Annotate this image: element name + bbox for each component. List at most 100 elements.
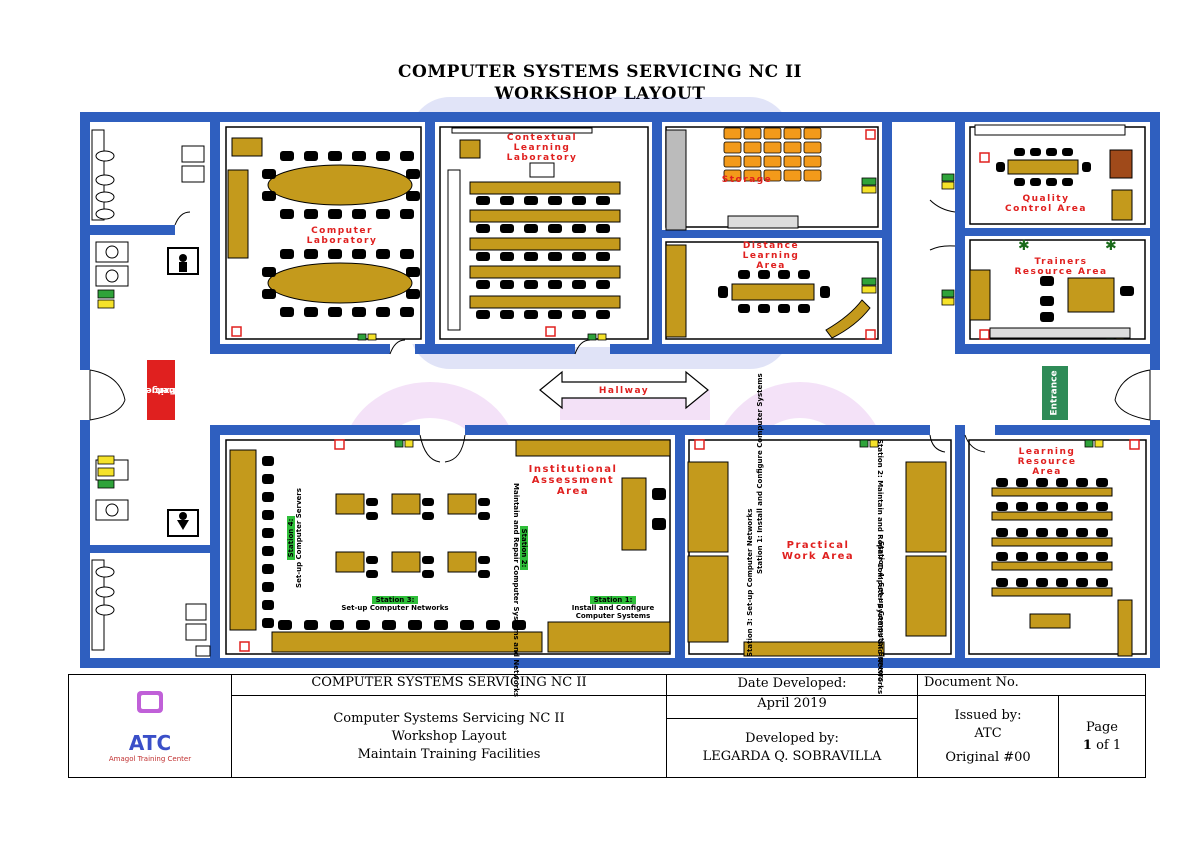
storage-shelves xyxy=(665,129,799,231)
distance-learning-label-line1: Distance xyxy=(742,241,800,251)
chair xyxy=(280,249,294,259)
storage-box xyxy=(743,127,762,140)
chair xyxy=(278,620,292,630)
restroom-gender-signs xyxy=(177,254,189,530)
practical-station-4-label: Station 4: Set-up Computer Servers xyxy=(877,541,885,683)
practical-work-furniture xyxy=(687,461,947,657)
chair xyxy=(1096,552,1108,561)
description-line2: Workshop Layout xyxy=(391,728,507,744)
assessment-station-2-text: Maintain and Repair Computer Systems and… xyxy=(512,483,520,697)
chair xyxy=(280,307,294,317)
traffic-light-icons xyxy=(97,173,1125,489)
quality-control-label: Quality Control Area xyxy=(996,194,1096,214)
learning-resource-furniture xyxy=(991,487,1133,657)
chair xyxy=(1016,478,1028,487)
chair xyxy=(330,620,344,630)
chair xyxy=(572,196,586,205)
chair xyxy=(1036,478,1048,487)
chair xyxy=(996,552,1008,561)
entrance-sign: Entrance xyxy=(1042,366,1068,420)
assessment-area-label-line1: Institutional xyxy=(528,464,618,475)
chair xyxy=(596,252,610,261)
doors xyxy=(89,199,1151,463)
contextual-lab-label-line1: Contextual xyxy=(506,133,578,143)
developed-by-value: LEGARDA Q. SOBRAVILLA xyxy=(702,749,882,764)
chair xyxy=(422,512,434,520)
chair xyxy=(1016,502,1028,511)
storage-box xyxy=(763,169,782,182)
learning-resource-label: Learning Resource Area xyxy=(1010,447,1084,477)
chair xyxy=(478,570,490,578)
chair xyxy=(262,492,274,502)
logo-cell: ATC Amagol Training Center xyxy=(68,674,232,778)
chair xyxy=(820,286,830,298)
storage-label: Storage xyxy=(721,175,773,185)
chair xyxy=(304,209,318,219)
restroom-fixtures xyxy=(91,129,211,657)
storage-box xyxy=(783,169,802,182)
chair xyxy=(408,620,422,630)
chair xyxy=(434,620,448,630)
learning-resource-label-line3: Area xyxy=(1032,467,1062,477)
chair xyxy=(524,252,538,261)
storage-box xyxy=(723,155,742,168)
entrance-label: Entrance xyxy=(1050,370,1060,416)
chair xyxy=(524,196,538,205)
assessment-station-2-label: Station 2: Maintain and Repair Computer … xyxy=(512,483,528,697)
chair xyxy=(548,196,562,205)
chair xyxy=(304,151,318,161)
chair xyxy=(1040,312,1054,322)
chair xyxy=(366,556,378,564)
chair xyxy=(382,620,396,630)
chair xyxy=(1082,162,1091,172)
qualification-cell: COMPUTER SYSTEMS SERVICING NC II xyxy=(231,674,667,696)
computer-lab-label-line2: Laboratory xyxy=(306,236,378,246)
chair xyxy=(478,556,490,564)
trainers-resource-label-line2: Resource Area xyxy=(1014,267,1108,277)
chair xyxy=(476,252,490,261)
chair xyxy=(406,267,420,277)
description-line1: Computer Systems Servicing NC II xyxy=(333,710,565,726)
chair xyxy=(262,289,276,299)
chair xyxy=(1030,148,1041,156)
chair xyxy=(262,600,274,610)
storage-box xyxy=(763,127,782,140)
chair xyxy=(596,224,610,233)
chair xyxy=(262,582,274,592)
assessment-area-label-line2: Assessment xyxy=(531,475,615,486)
chair xyxy=(1046,148,1057,156)
chair xyxy=(1056,502,1068,511)
learning-resource-label-line1: Learning xyxy=(1018,447,1076,457)
chair xyxy=(524,310,538,319)
chair xyxy=(352,307,366,317)
practical-work-label-line2: Work Area xyxy=(781,551,855,562)
chair xyxy=(778,304,790,313)
chair xyxy=(1014,178,1025,186)
chair xyxy=(1096,578,1108,587)
chair xyxy=(366,498,378,506)
storage-box xyxy=(803,169,822,182)
chair xyxy=(478,512,490,520)
chair xyxy=(1096,478,1108,487)
quality-control-label-line2: Control Area xyxy=(1005,204,1087,214)
svg-text:✱: ✱ xyxy=(1018,238,1030,254)
chair xyxy=(262,267,276,277)
storage-box xyxy=(763,155,782,168)
chair xyxy=(996,578,1008,587)
atc-logo-icon xyxy=(137,691,163,713)
computer-lab-chairs xyxy=(262,151,420,317)
chair xyxy=(304,249,318,259)
chair xyxy=(596,196,610,205)
chair xyxy=(280,151,294,161)
storage-box xyxy=(783,141,802,154)
chair xyxy=(1016,552,1028,561)
hallway-label: Hallway xyxy=(598,386,650,396)
page-value: 1 of 1 xyxy=(1059,737,1145,755)
chair xyxy=(500,224,514,233)
chair xyxy=(460,620,474,630)
storage-box xyxy=(743,155,762,168)
contextual-lab-label-line2: Learning xyxy=(513,143,571,153)
chair xyxy=(738,270,750,279)
chair xyxy=(524,280,538,289)
